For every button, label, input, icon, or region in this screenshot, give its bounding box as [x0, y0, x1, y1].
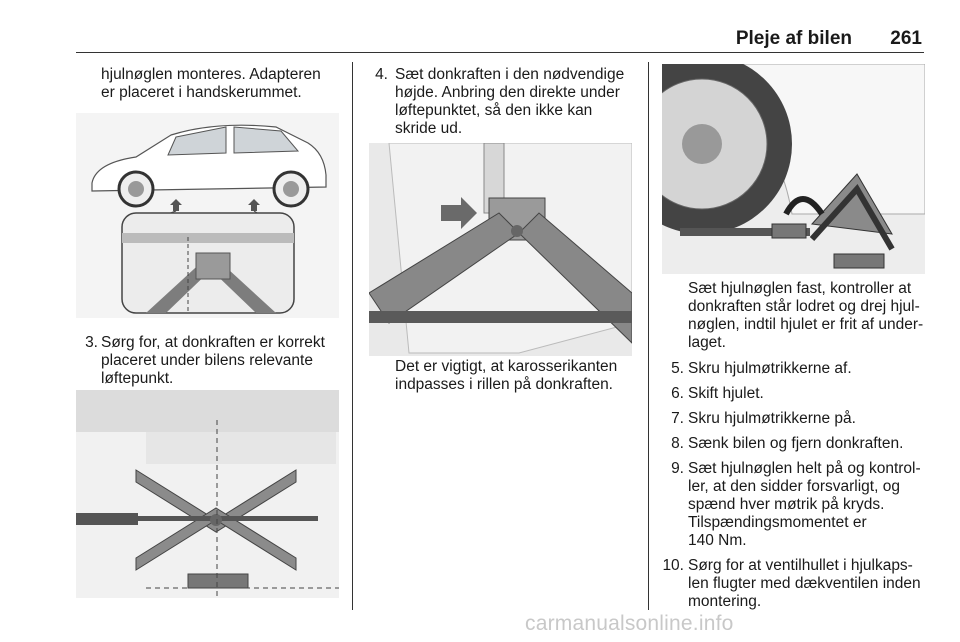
step-text: Sørg for, at donkraften er korrekt [101, 334, 325, 351]
step-text: Sørg for at ventilhullet i hjulkaps- [688, 557, 913, 574]
step-number: 7. [671, 410, 684, 427]
car-jack-points-figure [76, 113, 339, 318]
step-text: højde. Anbring den direkte under [395, 84, 620, 101]
step-text: Tilspændingsmomentet er [688, 514, 867, 531]
step-text: montering. [688, 593, 762, 610]
column-divider [648, 62, 649, 610]
step-text: spænd hver møtrik på kryds. [688, 496, 885, 513]
note-text: Det er vigtigt, at karosserikanten [395, 358, 618, 375]
step-text: placeret under bilens relevante [101, 352, 313, 369]
page-number: 261 [890, 28, 922, 49]
jack-under-liftpoint-figure [76, 390, 339, 598]
step-number: 4. [375, 66, 388, 83]
step-text: 140 Nm. [688, 532, 747, 549]
jack-body-edge-figure [369, 143, 632, 356]
note-text: Sæt hjulnøglen fast, kontroller at [688, 280, 912, 297]
step-text: ler, at den sidder forsvarligt, og [688, 478, 900, 495]
intro-line: er placeret i handskerummet. [101, 84, 302, 101]
step-text: løftepunkt. [101, 370, 174, 387]
step-text: Sæt hjulnøglen helt på og kontrol- [688, 460, 921, 477]
step-text: Skift hjulet. [688, 385, 764, 402]
step-text: Sæt donkraften i den nødvendige [395, 66, 625, 83]
section-title: Pleje af bilen [735, 28, 852, 49]
step-number: 9. [671, 460, 684, 477]
intro-line: hjulnøglen monteres. Adapteren [101, 66, 321, 83]
step-number: 10. [662, 557, 684, 574]
step-text: løftepunktet, så den ikke kan [395, 102, 593, 119]
note-text: donkraften står lodret og drej hjul- [688, 298, 920, 315]
step-text: Sænk bilen og fjern donkraften. [688, 435, 904, 452]
wheel-lift-figure [662, 64, 925, 274]
page-header: Pleje af bilen 261 [76, 26, 924, 53]
step-text: len flugter med dækventilen inden [688, 575, 921, 592]
note-text: nøglen, indtil hjulet er frit af under- [688, 316, 924, 333]
step-number: 6. [671, 385, 684, 402]
note-text: indpasses i rillen på donkraften. [395, 376, 613, 393]
watermark: carmanualsonline.info [525, 612, 734, 635]
step-number: 5. [671, 360, 684, 377]
step-text: Skru hjulmøtrikkerne på. [688, 410, 856, 427]
step-text: Skru hjulmøtrikkerne af. [688, 360, 852, 377]
step-number: 8. [671, 435, 684, 452]
note-text: laget. [688, 334, 726, 351]
step-text: skride ud. [395, 120, 463, 137]
step-number: 3. [85, 334, 98, 351]
column-divider [352, 62, 353, 610]
